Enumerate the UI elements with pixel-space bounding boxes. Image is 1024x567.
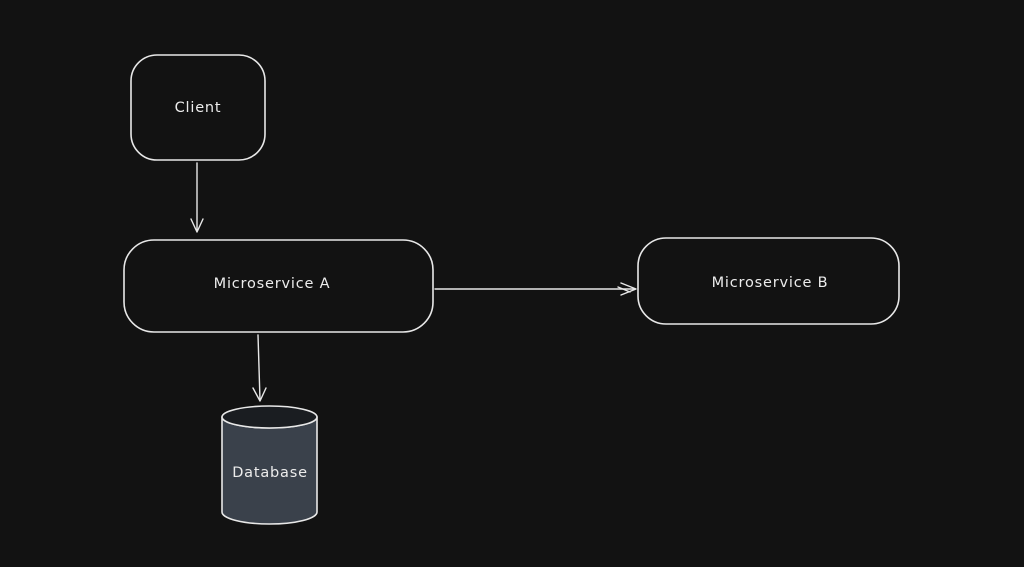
- database-label: Database: [232, 465, 308, 481]
- arrowhead-stroke: [617, 286, 631, 293]
- arrowhead-right-icon: [620, 282, 637, 296]
- node-client: Client: [130, 54, 266, 161]
- edge-microservice-a-to-database: [252, 334, 267, 402]
- database-cylinder-top: [221, 405, 318, 429]
- edge-line: [257, 334, 261, 401]
- microservice-a-box: [123, 239, 434, 333]
- edge-microservice-a-to-b: [434, 282, 637, 296]
- node-microservice-a: Microservice A: [123, 239, 434, 333]
- edge-client-to-microservice-a: [190, 162, 204, 233]
- node-database: Database: [221, 405, 318, 525]
- client-label: Client: [175, 100, 222, 116]
- arrowhead-down-icon: [190, 218, 204, 233]
- microservice-a-label: Microservice A: [214, 276, 331, 292]
- microservice-b-label: Microservice B: [712, 275, 829, 291]
- microservice-b-box: [637, 237, 900, 325]
- node-microservice-b: Microservice B: [637, 237, 900, 325]
- arrowhead-down-icon: [252, 387, 267, 402]
- client-box: [130, 54, 266, 161]
